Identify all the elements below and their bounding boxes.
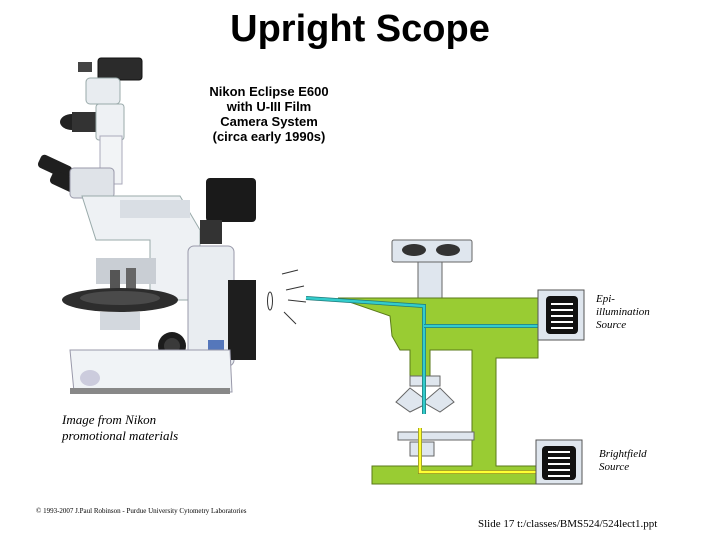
epi-label-line: Epi-: [596, 293, 615, 305]
brightfield-label-line: Brightfield: [599, 448, 647, 460]
caption-line: (circa early 1990s): [212, 129, 326, 144]
eyepiece-head: [391, 239, 473, 301]
microscope-photo: [37, 57, 256, 394]
epi-lamp-icon: [537, 289, 585, 341]
epi-label-line: Source: [596, 319, 627, 331]
brightfield-label: Brightfield Source: [599, 448, 669, 474]
epi-illumination-label: Epi- illumination Source: [596, 293, 676, 332]
stage: [397, 431, 475, 441]
slide-info-footer: Slide 17 t:/classes/BMS524/524lect1.ppt: [478, 518, 658, 530]
brightfield-lamp-icon: [535, 439, 583, 485]
light-rays: [267, 269, 307, 325]
credit-line: Image from Nikon: [62, 412, 157, 427]
caption-line: Camera System: [220, 114, 318, 129]
scope-body: [337, 297, 539, 485]
caption-line: with U-III Film: [226, 99, 312, 114]
image-credit: Image from Nikon promotional materials: [62, 412, 212, 444]
caption-line: Nikon Eclipse E600: [209, 84, 329, 99]
brightfield-label-line: Source: [599, 461, 630, 473]
microscope-caption: Nikon Eclipse E600 with U-III Film Camer…: [196, 84, 342, 144]
copyright-footer: © 1993-2007 J.Paul Robinson - Purdue Uni…: [36, 507, 247, 515]
slide-title: Upright Scope: [230, 8, 490, 50]
epi-label-line: illumination: [596, 306, 650, 318]
credit-line: promotional materials: [62, 428, 179, 443]
